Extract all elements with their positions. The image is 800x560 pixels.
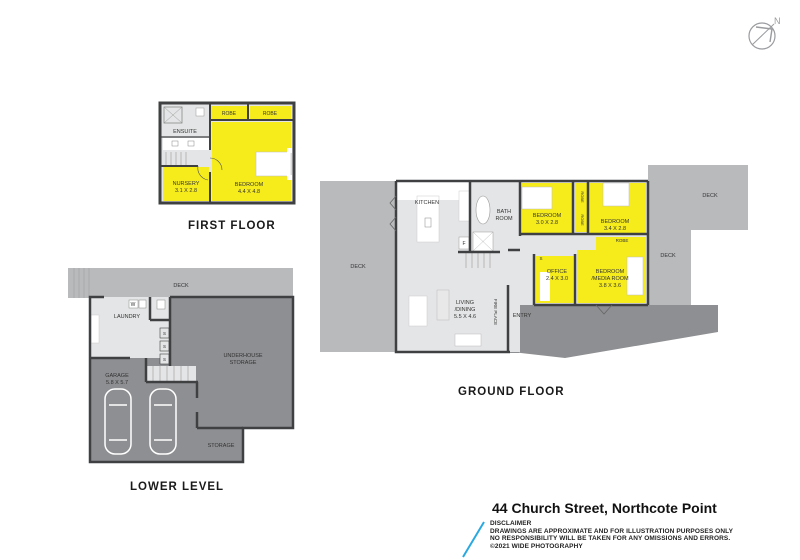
car-icon-1 bbox=[104, 388, 132, 455]
label-underhouse: UNDERHOUSE bbox=[223, 353, 262, 359]
lower-level-plan: DECK LAUNDRY W S S S UNDERHOUSE STORAGE … bbox=[68, 268, 295, 464]
label-media-1: BEDROOM bbox=[596, 269, 625, 275]
nursery bbox=[163, 167, 209, 201]
first-floor-plan: ROBE ROBE ENSUITE NURSERY 3.1 X 2.8 BEDR… bbox=[158, 101, 296, 205]
label-dining: /DINING bbox=[455, 307, 476, 313]
disclaimer-block: DISCLAIMER DRAWINGS ARE APPROXIMATE AND … bbox=[490, 520, 733, 550]
label-bedroom1-dims: 3.0 X 2.8 bbox=[536, 220, 558, 226]
disclaimer-line-1: DRAWINGS ARE APPROXIMATE AND FOR ILLUSTR… bbox=[490, 527, 734, 535]
label-underhouse-storage: STORAGE bbox=[230, 360, 257, 366]
label-nursery-dims: 3.1 X 2.8 bbox=[175, 188, 197, 194]
car-icon-2 bbox=[149, 388, 177, 455]
label-lower-deck: DECK bbox=[173, 283, 189, 289]
deck-left bbox=[320, 181, 396, 352]
disclaimer-line-2: NO RESPONSIBILITY WILL BE TAKEN FOR ANY … bbox=[490, 535, 731, 543]
label-office-dims: 2.4 X 3.0 bbox=[546, 276, 568, 282]
label-robe-b: ROBE bbox=[580, 214, 585, 226]
label-living-dims: 5.5 X 4.6 bbox=[454, 314, 476, 320]
robe-2 bbox=[250, 106, 291, 119]
label-nursery: NURSERY bbox=[173, 181, 200, 187]
label-ensuite: ENSUITE bbox=[173, 129, 197, 135]
label-room: ROOM bbox=[495, 216, 513, 222]
label-deck-left: DECK bbox=[350, 264, 366, 270]
label-robe-2: ROBE bbox=[263, 111, 278, 117]
compass-north-label: N bbox=[774, 16, 781, 26]
label-s: S bbox=[539, 256, 542, 261]
label-living: LIVING bbox=[456, 300, 474, 306]
label-bedroom: BEDROOM bbox=[235, 182, 264, 188]
label-s1: S bbox=[163, 331, 166, 336]
label-media-dims: 3.8 X 3.6 bbox=[599, 283, 621, 289]
label-washer: W bbox=[131, 302, 136, 308]
lower-level-title: LOWER LEVEL bbox=[130, 481, 225, 493]
label-robe-1: ROBE bbox=[222, 111, 237, 117]
label-fridge: F bbox=[462, 241, 465, 247]
disclaimer-copyright: ©2021 WIDE PHOTOGRAPHY bbox=[490, 542, 583, 550]
north-compass-icon: N bbox=[748, 16, 781, 50]
label-deck-right: DECK bbox=[660, 253, 676, 259]
label-bedroom1: BEDROOM bbox=[533, 213, 562, 219]
label-fireplace: FIRE PLACE bbox=[493, 299, 498, 325]
label-storage: STORAGE bbox=[208, 443, 235, 449]
label-bedroom-dims: 4.4 X 4.8 bbox=[238, 189, 260, 195]
label-bedroom2-dims: 3.4 X 2.8 bbox=[604, 226, 626, 232]
property-address: 44 Church Street, Northcote Point bbox=[492, 500, 717, 516]
ground-floor-title: GROUND FLOOR bbox=[458, 386, 565, 398]
label-bath: BATH bbox=[497, 209, 511, 215]
robe-a-b bbox=[575, 183, 587, 232]
label-garage-dims: 5.8 X 5.7 bbox=[106, 380, 128, 386]
label-entry: ENTRY bbox=[513, 313, 532, 319]
label-s2: S bbox=[163, 344, 166, 349]
label-deck-top-right: DECK bbox=[702, 193, 718, 199]
storage-room bbox=[197, 428, 243, 462]
disclaimer-heading: DISCLAIMER bbox=[490, 520, 532, 527]
deck-right bbox=[648, 213, 691, 310]
label-office: OFFICE bbox=[547, 269, 567, 275]
accent-line bbox=[462, 521, 485, 558]
label-media-2: /MEDIA ROOM bbox=[591, 276, 629, 282]
label-laundry: LAUNDRY bbox=[114, 314, 141, 320]
label-robe-a: ROBE bbox=[580, 191, 585, 203]
ground-floor-plan: DECK KITCHEN F BATH ROOM BEDROOM 3.0 X 2… bbox=[320, 165, 748, 358]
robe-1 bbox=[211, 106, 247, 119]
label-robe-c: ROBE bbox=[616, 238, 629, 243]
label-kitchen: KITCHEN bbox=[415, 200, 439, 206]
label-garage: GARAGE bbox=[105, 373, 129, 379]
label-bedroom2: BEDROOM bbox=[601, 219, 630, 225]
first-floor-title: FIRST FLOOR bbox=[188, 220, 276, 232]
entry-area bbox=[512, 305, 718, 358]
label-s3: S bbox=[163, 357, 166, 362]
